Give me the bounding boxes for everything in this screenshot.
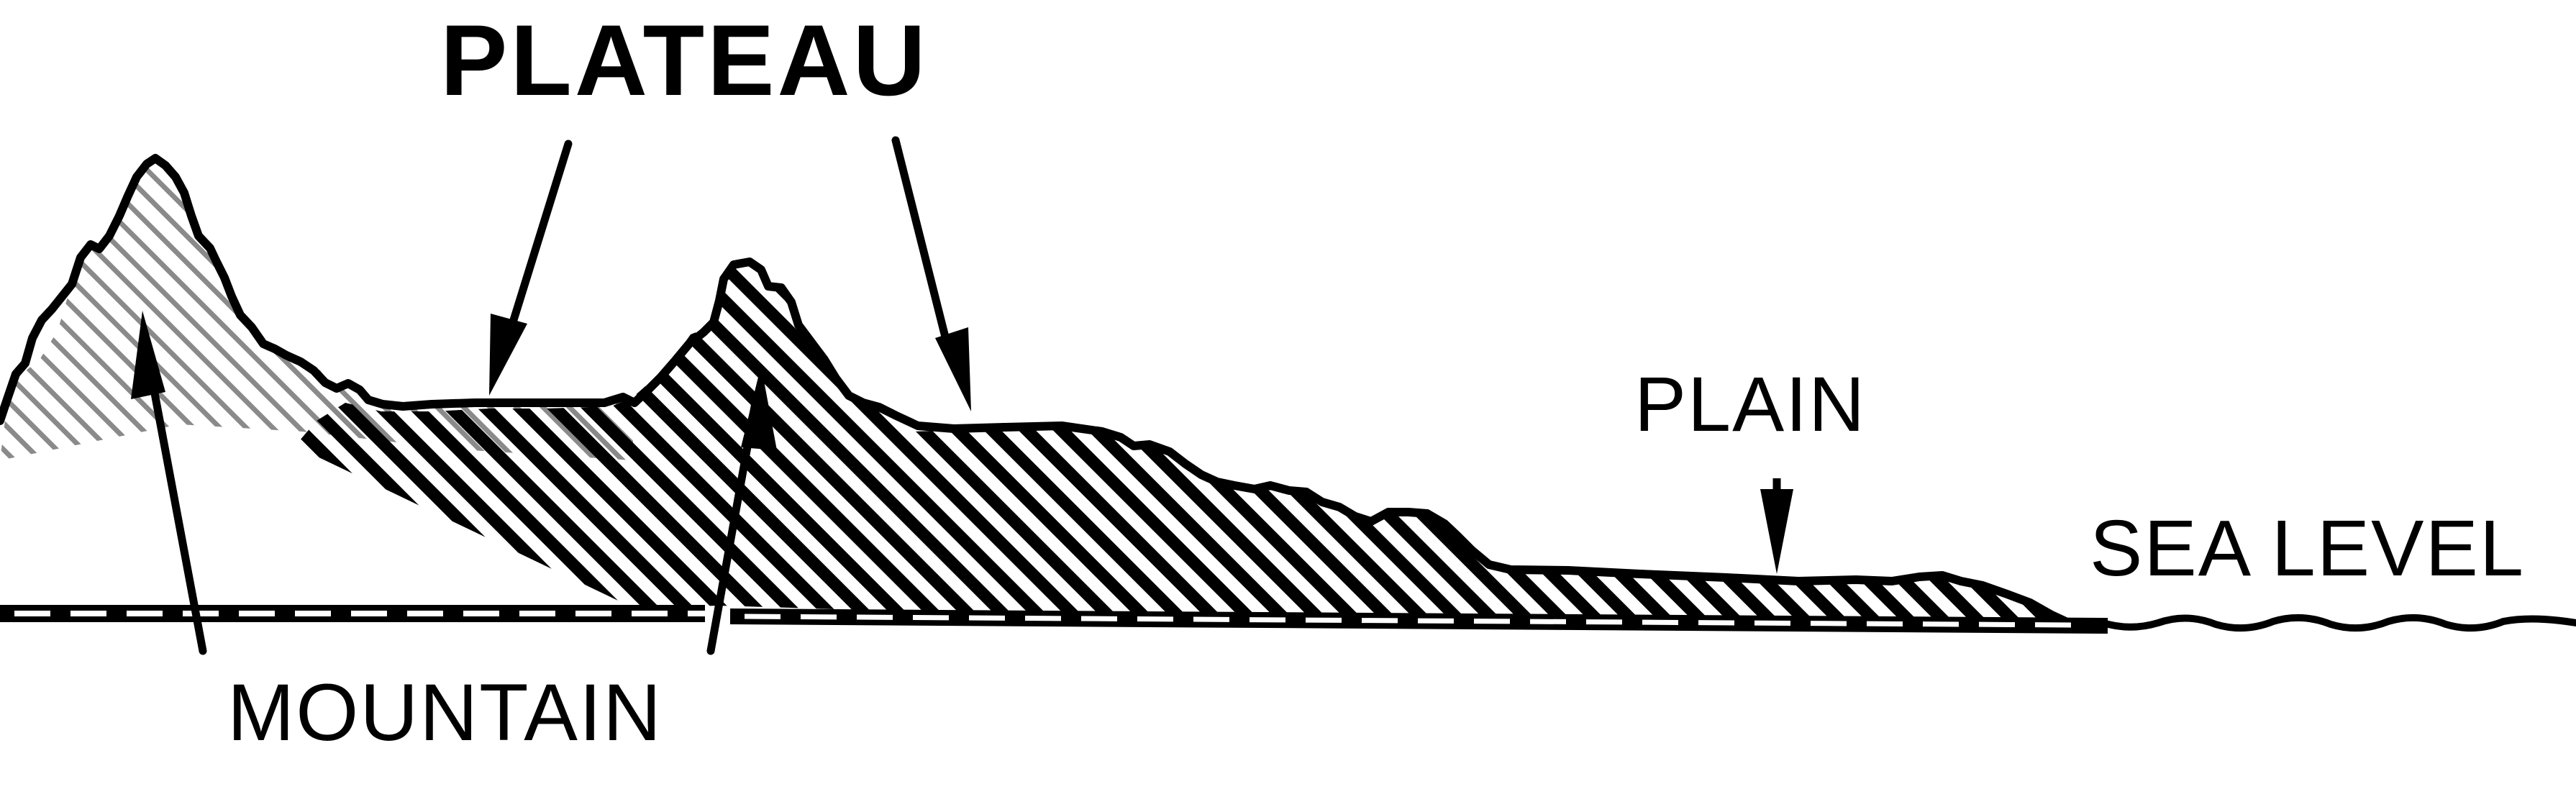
sea-surface-waves [2097,614,2576,632]
plateau-label: PLATEAU [440,4,929,117]
plateau-plain-hatch [295,265,2057,629]
plateau-arrow-left [489,140,573,396]
mountain-label: MOUNTAIN [227,667,663,757]
mountain-arrow-right [706,365,777,655]
plain-arrow [1760,478,1793,574]
plateau-arrow-right [891,136,971,411]
mountain-arrow-left [131,311,207,655]
plain-label: PLAIN [1634,360,1867,447]
below-sea-mask [0,626,2101,807]
terrain-outline [0,154,2090,630]
sea-level-label: SEA LEVEL [2090,504,2526,593]
